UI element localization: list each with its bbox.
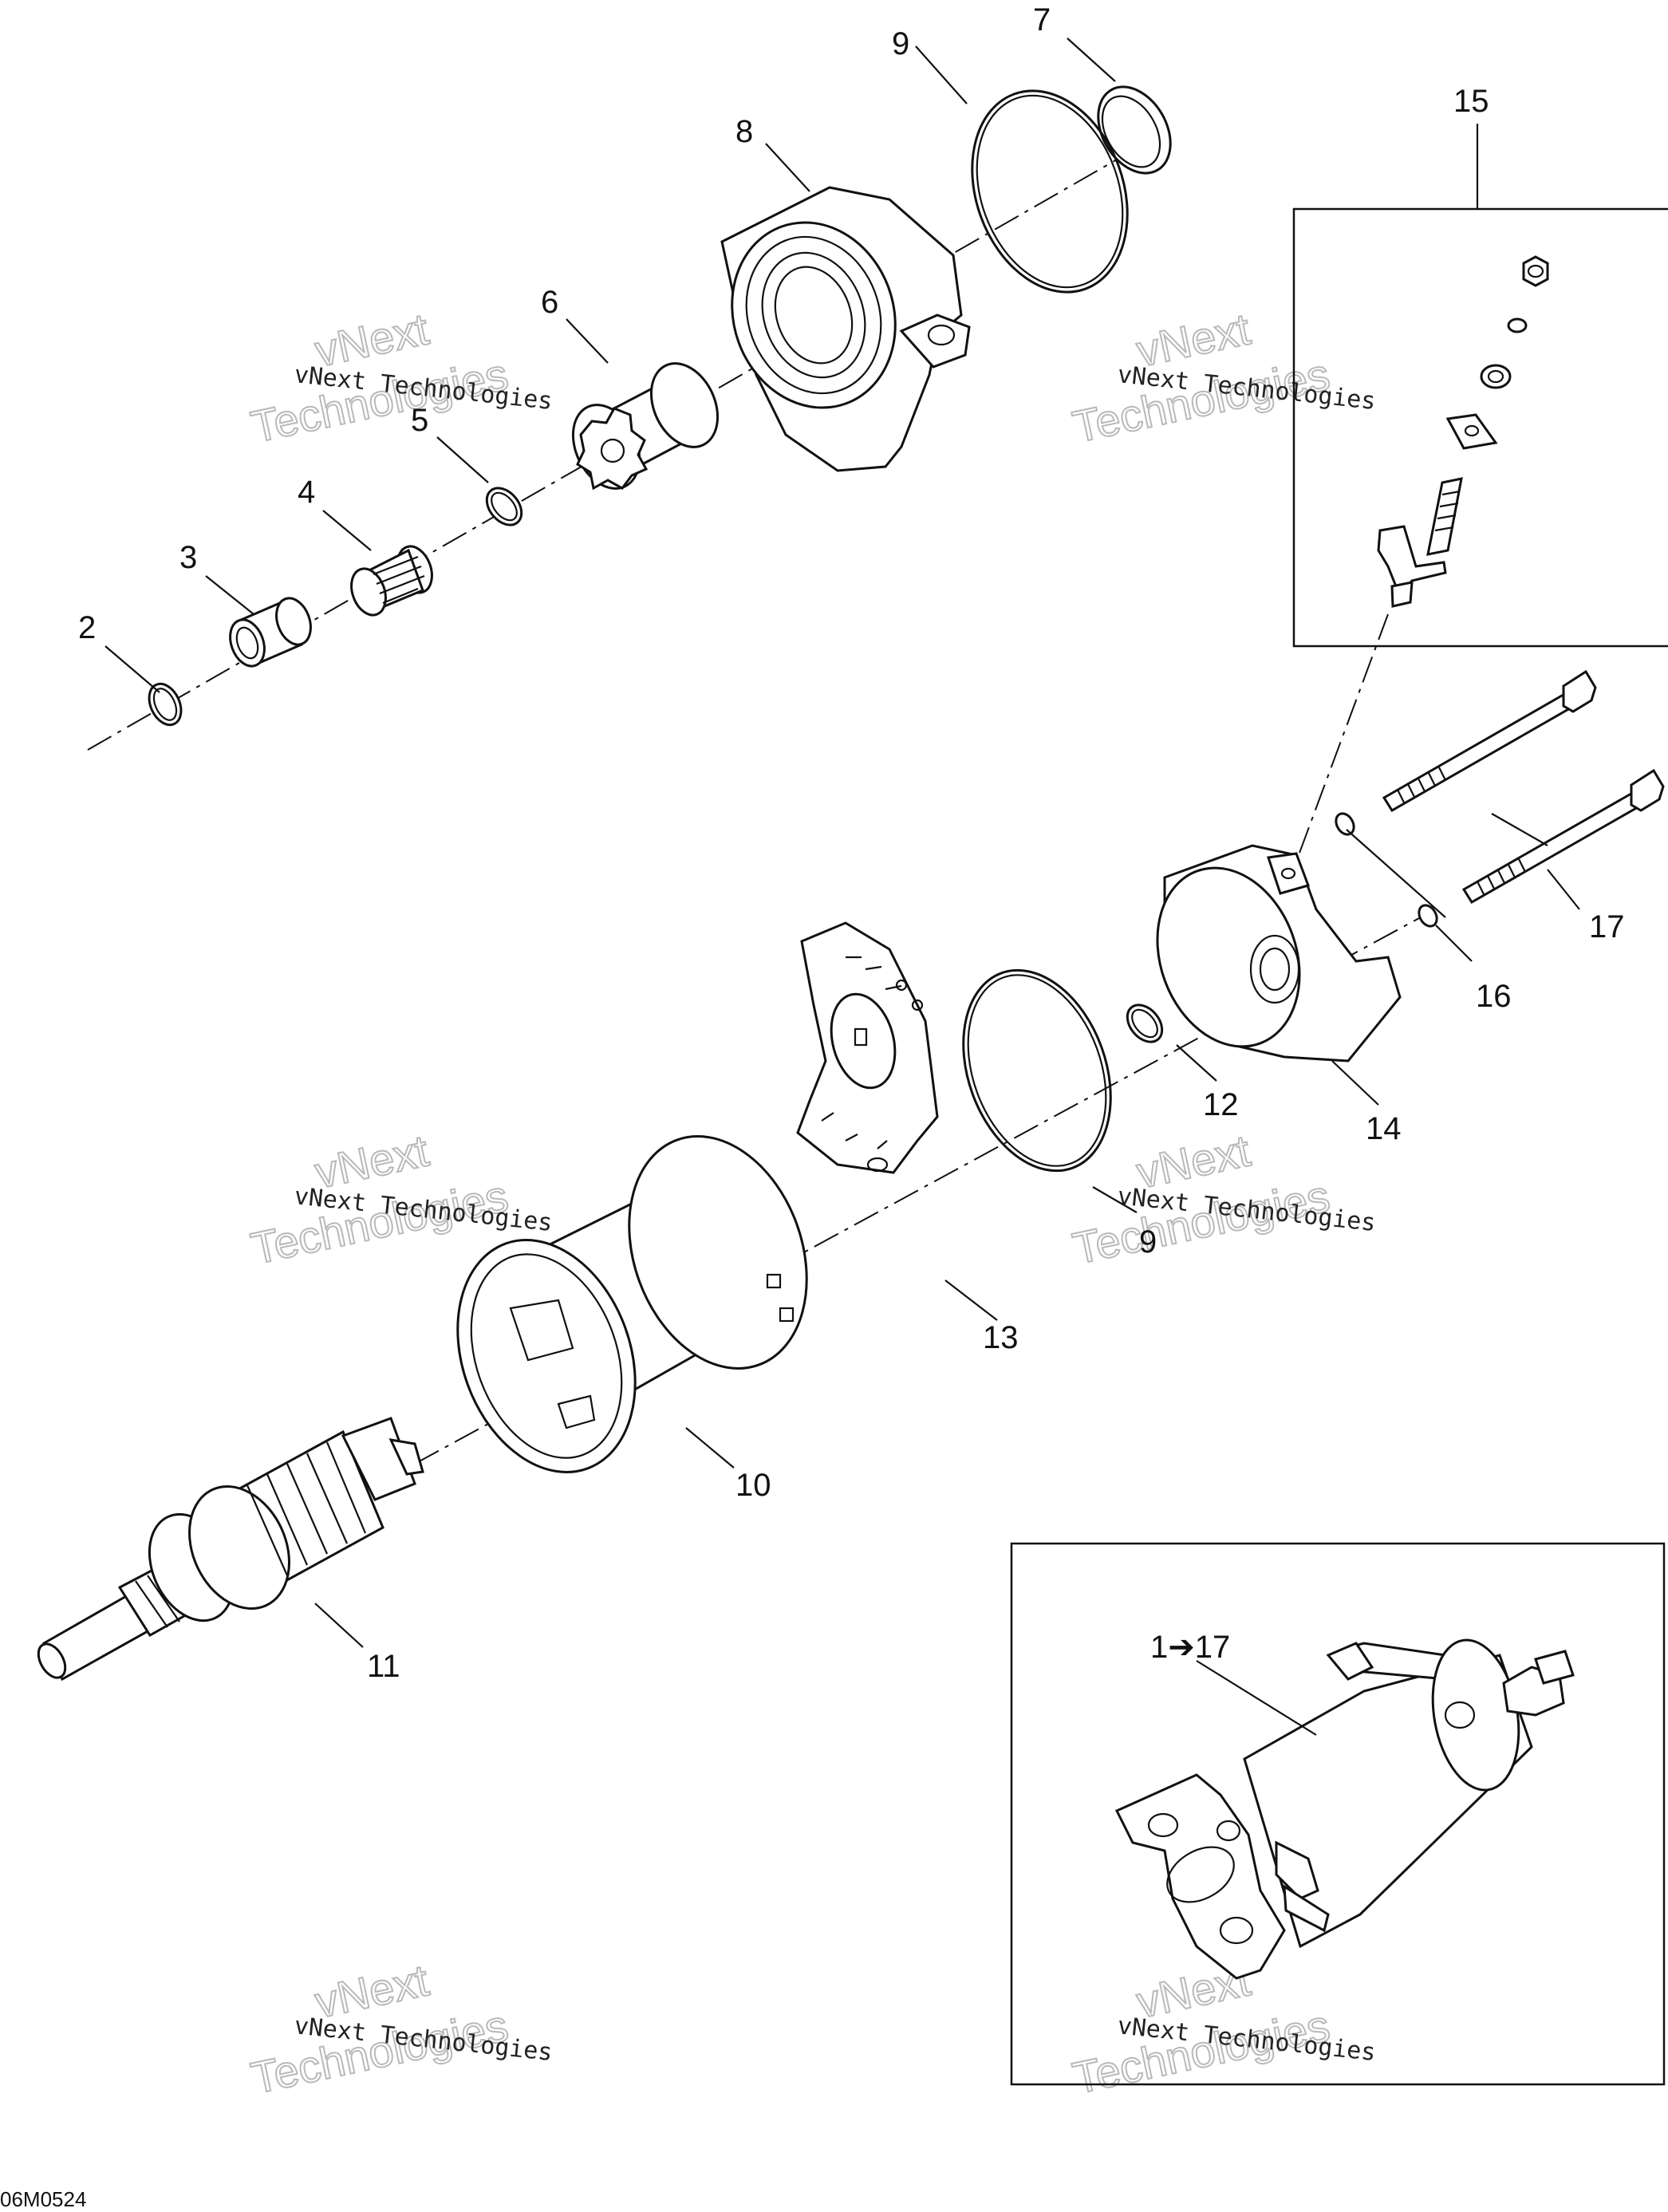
part-13-brush-plate bbox=[796, 921, 939, 1174]
callout-8: 8 bbox=[735, 114, 753, 149]
callout-10: 10 bbox=[735, 1468, 771, 1503]
part-6-drive-pinion bbox=[571, 362, 720, 491]
callout-11: 11 bbox=[367, 1649, 400, 1684]
part-3-bushing bbox=[229, 597, 312, 668]
part-9-o-ring-lower bbox=[962, 968, 1112, 1173]
callout-15: 15 bbox=[1453, 84, 1489, 119]
part-7-washer bbox=[1097, 85, 1172, 175]
part-9-o-ring-upper bbox=[971, 89, 1129, 294]
part-8-drive-housing bbox=[720, 186, 971, 472]
assembled-starter-motor bbox=[1114, 1638, 1575, 1980]
callout-4: 4 bbox=[298, 475, 315, 510]
watermark-bottom-right: vNext Technologies vNext Technologies bbox=[1067, 1954, 1377, 2104]
watermark-top-left: vNext Technologies vNext Technologies bbox=[246, 302, 554, 452]
callout-1-to-17: 1➔17 bbox=[1150, 1630, 1230, 1665]
part-15-terminal-kit bbox=[1377, 255, 1549, 608]
part-15-terminal-kit-box bbox=[1292, 207, 1668, 648]
callout-2: 2 bbox=[78, 610, 96, 645]
part-16-washer-upper bbox=[1335, 812, 1355, 836]
part-17-through-bolt-upper bbox=[1382, 669, 1597, 813]
callout-9-lower: 9 bbox=[1139, 1224, 1157, 1260]
callout-17: 17 bbox=[1589, 909, 1625, 944]
part-4-spring bbox=[350, 545, 433, 617]
callout-6: 6 bbox=[541, 285, 558, 320]
part-17-through-bolt-lower bbox=[1461, 768, 1665, 905]
terminal-axis-line bbox=[1295, 613, 1389, 862]
callout-13: 13 bbox=[983, 1320, 1019, 1355]
part-14-end-cover bbox=[1156, 844, 1402, 1063]
part-11-armature bbox=[37, 1417, 424, 1682]
assembled-view-box bbox=[1010, 1542, 1666, 2086]
watermark-top-right: vNext Technologies vNext Technologies bbox=[1067, 302, 1377, 452]
callout-9-upper: 9 bbox=[892, 26, 909, 61]
callout-16: 16 bbox=[1476, 979, 1512, 1014]
part-5-snap-ring bbox=[485, 487, 523, 526]
leader-lines bbox=[104, 37, 1580, 1736]
part-10-yoke-housing bbox=[456, 1135, 808, 1473]
callout-3: 3 bbox=[179, 540, 197, 575]
callout-7: 7 bbox=[1033, 2, 1051, 37]
part-2-snap-ring bbox=[148, 682, 183, 727]
watermark-bottom-left: vNext Technologies vNext Technologies bbox=[246, 1954, 554, 2104]
part-16-washer-lower bbox=[1418, 904, 1438, 928]
callout-12: 12 bbox=[1203, 1087, 1239, 1122]
figure-code: 06M0524 bbox=[0, 2187, 86, 2211]
callout-5: 5 bbox=[411, 403, 428, 438]
callout-14: 14 bbox=[1366, 1111, 1402, 1146]
part-12-o-ring-small bbox=[1126, 1003, 1164, 1043]
